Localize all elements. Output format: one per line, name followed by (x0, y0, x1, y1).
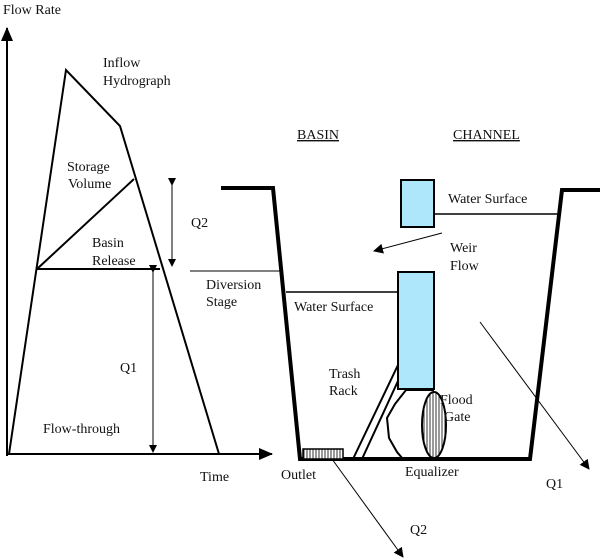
storage-volume-line (36, 178, 135, 270)
q2-outflow-label: Q2 (410, 523, 427, 538)
inflow-label-line2: Hydrograph (103, 74, 171, 89)
equalizer-label: Equalizer (405, 465, 459, 480)
diversion-structure: BASIN CHANNEL Diversion Stage Water Surf… (190, 128, 600, 558)
outlet-label: Outlet (281, 468, 316, 483)
basin-release-label-line2: Release (92, 254, 136, 269)
trash-rack-label-line2: Rack (329, 384, 358, 399)
diversion-stage-label-line2: Stage (206, 295, 237, 310)
hydrograph: Flow Rate Time Inflow Hydrograph Storage… (0, 3, 273, 485)
outlet-grate (302, 448, 344, 460)
storage-label-line1: Storage (67, 160, 110, 175)
flood-gate-label-line1: Flood (440, 393, 473, 408)
q2-label: Q2 (191, 216, 208, 231)
flood-gate (421, 391, 447, 459)
y-axis-label: Flow Rate (3, 3, 61, 18)
q1-channel-arrow (479, 321, 590, 470)
basin-water-surface-label: Water Surface (294, 300, 373, 315)
flow-through-label: Flow-through (43, 422, 120, 437)
upper-weir-block (400, 179, 435, 228)
flood-gate-label-line2: Gate (444, 410, 470, 425)
basin-channel-outline (221, 186, 600, 461)
weir-wall-column (397, 271, 435, 390)
basin-heading: BASIN (297, 128, 339, 143)
equalizer-pipe (385, 389, 434, 460)
diversion-stage-label-line1: Diversion (206, 278, 261, 293)
weir-flow-label-line1: Weir (450, 241, 477, 256)
q1-label: Q1 (120, 361, 137, 376)
channel-water-surface-label: Water Surface (448, 192, 527, 207)
channel-heading: CHANNEL (453, 128, 520, 143)
inflow-label-line1: Inflow (103, 56, 141, 71)
basin-release-label-line1: Basin (92, 236, 124, 251)
x-axis-label: Time (200, 470, 229, 485)
weir-flow-label-line2: Flow (450, 259, 480, 274)
q1-channel-label: Q1 (546, 477, 563, 492)
trash-rack-bar-2 (361, 380, 399, 460)
storage-label-line2: Volume (68, 177, 111, 192)
trash-rack-label-line1: Trash (329, 367, 360, 382)
q2-outflow-arrow (331, 458, 404, 558)
trash-rack-bar-1 (352, 364, 399, 460)
weir-flow-arrow (373, 232, 443, 254)
inflow-hydrograph-line (8, 67, 220, 455)
